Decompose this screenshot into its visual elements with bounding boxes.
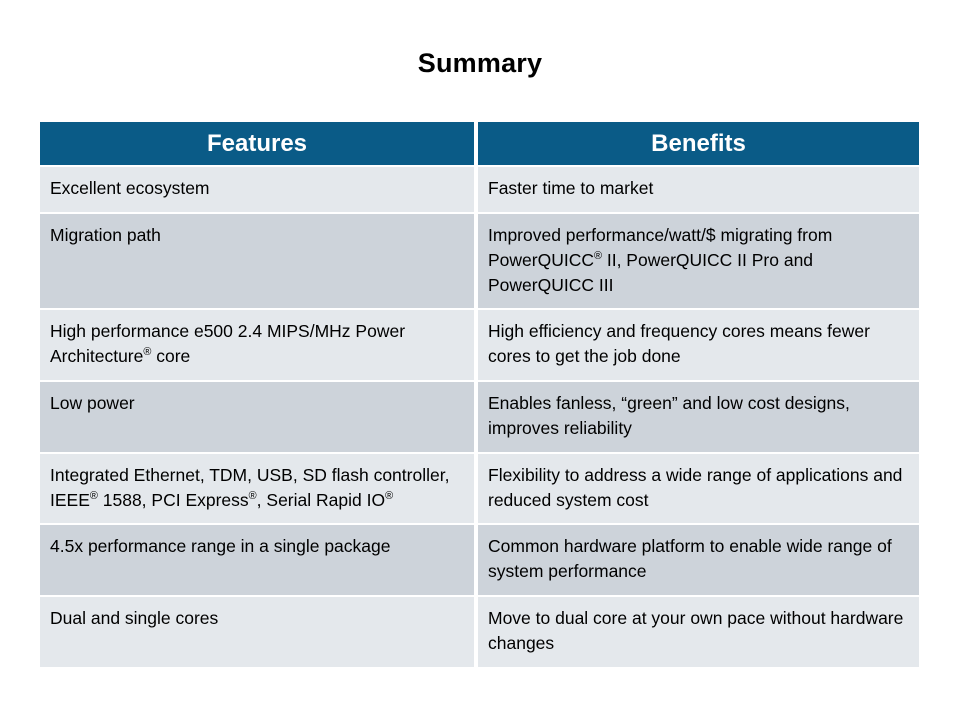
summary-table: Features Benefits Excellent ecosystem Fa…: [40, 122, 919, 669]
page-title: Summary: [417, 48, 543, 78]
cell-features-text: Dual and single cores: [50, 608, 219, 629]
cell-benefits-text: Improved performance/watt/$ migrating fr…: [488, 224, 833, 295]
cell-features-text: 4.5x performance range in a single packa…: [50, 536, 391, 557]
cell-features-text: Migration path: [50, 224, 161, 245]
cell-features: Migration path: [40, 213, 478, 311]
cell-features-text: Excellent ecosystem: [50, 178, 210, 198]
cell-benefits-text: Enables fanless, “green” and low cost de…: [488, 393, 850, 438]
cell-benefits-text: Faster time to market: [488, 178, 654, 198]
cell-features-text: Integrated Ethernet, TDM, USB, SD flash …: [50, 464, 450, 510]
table-header-row: Features Benefits: [40, 122, 919, 167]
table-row: Dual and single cores Move to dual core …: [40, 597, 919, 669]
cell-features: Dual and single cores: [40, 597, 478, 669]
cell-benefits-text: Move to dual core at your own pace witho…: [488, 608, 904, 653]
table-header: Features Benefits: [40, 122, 919, 167]
cell-benefits: Faster time to market: [478, 167, 919, 214]
cell-features: Excellent ecosystem: [40, 167, 478, 214]
cell-benefits-text: Common hardware platform to enable wide …: [488, 536, 892, 582]
table-body: Excellent ecosystem Faster time to marke…: [40, 167, 919, 669]
table-row: Integrated Ethernet, TDM, USB, SD flash …: [40, 453, 919, 526]
cell-benefits: High efficiency and frequency cores mean…: [478, 310, 919, 383]
cell-benefits-text: High efficiency and frequency cores mean…: [488, 321, 870, 367]
table-row: High performance e500 2.4 MIPS/MHz Power…: [40, 310, 919, 383]
cell-features-text: Low power: [50, 393, 135, 414]
column-header-features: Features: [40, 122, 478, 167]
cell-benefits: Common hardware platform to enable wide …: [478, 525, 919, 598]
cell-benefits-text: Flexibility to address a wide range of a…: [488, 464, 903, 510]
table-row: 4.5x performance range in a single packa…: [40, 525, 919, 598]
table-row: Low power Enables fanless, “green” and l…: [40, 382, 919, 454]
cell-features-text: High performance e500 2.4 MIPS/MHz Power…: [50, 321, 406, 367]
cell-features: 4.5x performance range in a single packa…: [40, 525, 478, 598]
cell-benefits: Improved performance/watt/$ migrating fr…: [478, 213, 919, 311]
cell-benefits: Flexibility to address a wide range of a…: [478, 453, 919, 526]
cell-benefits: Move to dual core at your own pace witho…: [478, 597, 919, 669]
cell-features: High performance e500 2.4 MIPS/MHz Power…: [40, 310, 478, 383]
cell-features: Integrated Ethernet, TDM, USB, SD flash …: [40, 453, 478, 526]
column-header-benefits: Benefits: [478, 122, 919, 167]
cell-benefits: Enables fanless, “green” and low cost de…: [478, 382, 919, 454]
table-row: Excellent ecosystem Faster time to marke…: [40, 167, 919, 214]
cell-features: Low power: [40, 382, 478, 454]
table-row: Migration path Improved performance/watt…: [40, 213, 919, 311]
